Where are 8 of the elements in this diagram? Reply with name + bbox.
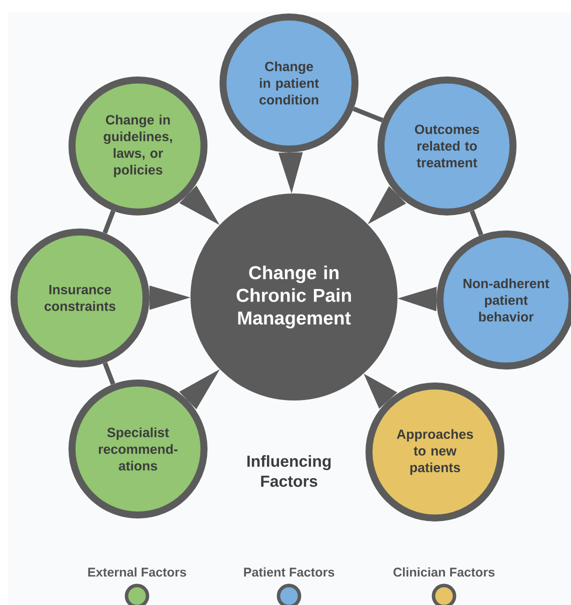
legend-label: Clinician Factors <box>394 567 494 577</box>
caption-text: Influencing Factors <box>247 455 331 487</box>
connector-line <box>102 362 116 385</box>
legend-label: External Factors <box>88 567 186 577</box>
connector-line <box>352 106 384 122</box>
connector-line <box>102 210 116 234</box>
legend-label: Patient Factors <box>244 567 334 577</box>
connector-line <box>470 210 484 236</box>
